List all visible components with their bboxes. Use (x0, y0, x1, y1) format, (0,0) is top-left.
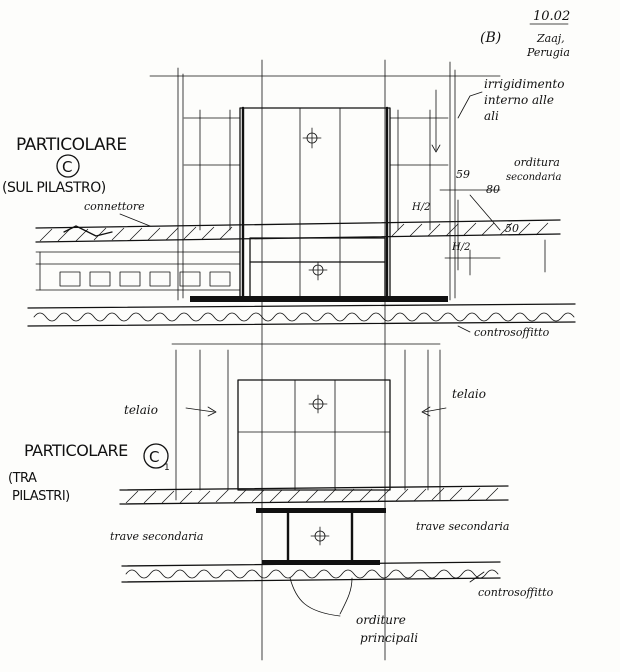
detail-c-title: PARTICOLARE (16, 135, 127, 155)
ceiling-c-leader (457, 325, 471, 333)
detail-c-subtitle: (SUL PILASTRO) (2, 180, 106, 196)
label-frame-left: telaio (124, 403, 158, 417)
label-ceiling-c1: controsoffitto (478, 586, 554, 599)
label-frame-right: telaio (452, 387, 486, 401)
detail-c1-ceiling (121, 561, 501, 617)
detail-c1-title: PARTICOLARE (24, 441, 128, 460)
detail-c1-badge (143, 443, 169, 469)
label-connector: connettore (84, 200, 145, 213)
label-ceiling-c: controsoffitto (474, 326, 550, 339)
detail-c1-letter: C (149, 448, 159, 466)
label-stiffening-3: ali (484, 109, 499, 123)
label-stiffening-2: interno alle (484, 93, 554, 107)
detail-c-slab (35, 213, 561, 291)
label-stiffening-1: irrigidimento (484, 77, 564, 91)
dim-59: 59 (456, 168, 470, 181)
place-line-1: Zaaj, (536, 32, 565, 45)
sheet-date: 10.02 (533, 9, 570, 24)
detail-c1-beam (256, 508, 386, 565)
dim-h2-top: H/2 (411, 202, 430, 213)
label-primary-2: principali (360, 631, 418, 645)
label-beam-right: trave secondaria (416, 520, 509, 533)
detail-c-dimensions (431, 89, 546, 276)
sheet-code: (B) (480, 30, 501, 46)
label-secondary-2: secondaria (506, 172, 561, 183)
dim-50: 50 (505, 222, 519, 235)
detail-c1-subtitle-1: (TRA (8, 471, 37, 486)
label-beam-left: trave secondaria (110, 530, 203, 543)
label-secondary-1: orditura (514, 156, 560, 169)
detail-c-ceiling (27, 303, 576, 327)
detail-c-badge (56, 154, 80, 178)
place-line-2: Perugia (526, 46, 570, 59)
detail-c1-letter-sub: 1 (164, 463, 169, 473)
detail-c1-slab (119, 485, 509, 505)
detail-c1-column (171, 343, 447, 501)
dim-h2-bottom: H/2 (451, 242, 470, 253)
label-primary-1: orditure (356, 613, 406, 627)
detail-c1-subtitle-2: PILASTRI) (12, 489, 70, 504)
detail-c-column (149, 59, 501, 661)
dim-80: 80 (486, 183, 500, 196)
base-plate (190, 296, 448, 302)
detail-c-letter: C (62, 158, 72, 176)
